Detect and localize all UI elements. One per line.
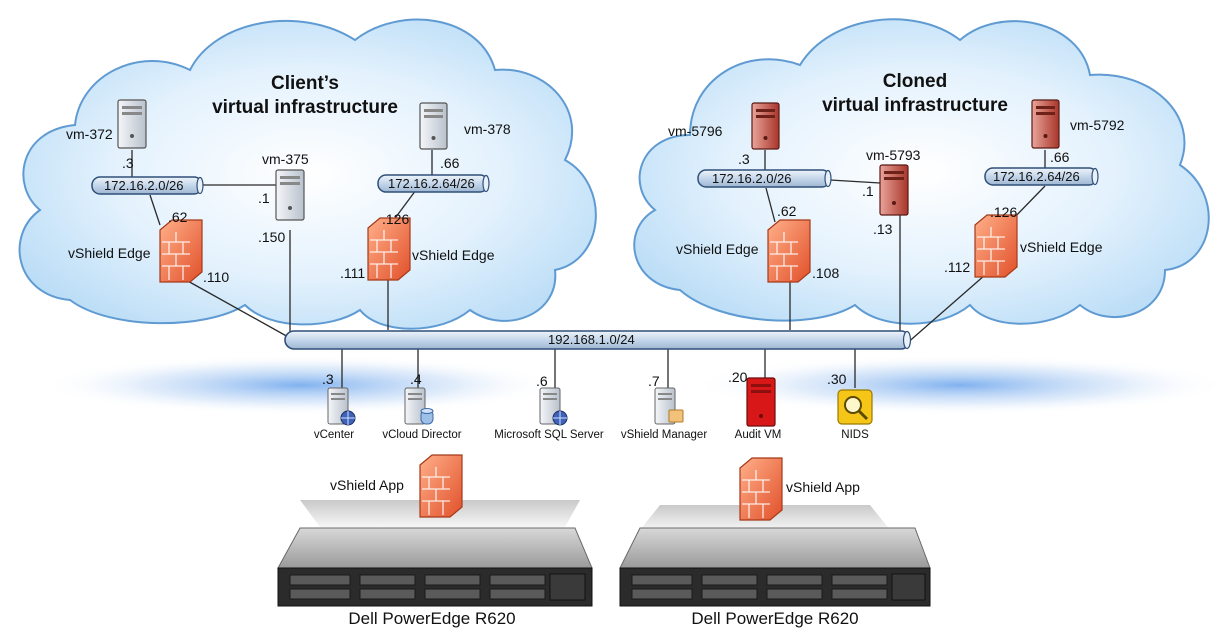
vm-5796-ip: .3 [738, 151, 750, 167]
vm-378-name: vm-378 [464, 121, 511, 137]
vm-372-server-icon [117, 99, 147, 149]
cloned-edge2-label: vShield Edge [1020, 239, 1103, 255]
cloned-edge2-ip-out: .112 [944, 259, 971, 275]
service-name-nids: NIDS [841, 429, 869, 441]
backbone-label: 192.168.1.0/24 [548, 332, 635, 347]
service-name-vcenter: vCenter [313, 429, 355, 441]
subnet-label-client-1: 172.16.2.0/26 [104, 178, 184, 193]
client-cloud-title-line2: virtual infrastructure [212, 96, 398, 118]
service-name-audit-vm: Audit VM [734, 429, 782, 441]
vm-5792-server-icon [1031, 99, 1060, 149]
red-server-icon [746, 377, 776, 427]
vm-375-ip-internal: .1 [258, 190, 270, 206]
vm-378-server-icon [419, 102, 448, 150]
service-name-vcloud-director: vCloud Director [382, 429, 462, 441]
vm-5793-server-icon [879, 164, 909, 216]
firewall-icon [767, 219, 811, 283]
vm-5796-name: vm-5796 [668, 123, 723, 139]
server-label-right: Dell PowerEdge R620 [691, 609, 859, 628]
client-edge2-ip-out: .111 [340, 265, 366, 281]
firewall-icon [974, 214, 1018, 278]
subnet-pipe-cloned-2 [984, 167, 1099, 186]
server-folder-icon [654, 387, 684, 425]
subnet-label-cloned-2: 172.16.2.64/26 [993, 169, 1080, 184]
service-ip-vcenter: .3 [322, 371, 334, 387]
firewall-icon [739, 457, 783, 521]
client-cloud-title: Client’s virtual infrastructure [205, 72, 405, 120]
cloned-edge1-label: vShield Edge [676, 241, 759, 257]
client-edge1-ip-in: .62 [168, 209, 188, 225]
subnet-pipe-client-1 [91, 176, 204, 195]
vm-372-name: vm-372 [66, 126, 113, 142]
service-name-vshield-manager: vShield Manager [620, 429, 708, 441]
service-ip-sql: .6 [536, 373, 548, 389]
service-name-sql: Microsoft SQL Server [494, 429, 604, 441]
client-edge1-label: vShield Edge [68, 245, 151, 261]
firewall-icon [419, 454, 463, 518]
magnifier-icon [837, 389, 873, 425]
cloned-edge1-ip-out: .108 [812, 265, 840, 281]
vm-5792-ip: .66 [1050, 149, 1070, 165]
vm-375-ip-backbone: .150 [258, 229, 286, 245]
client-edge2-label: vShield Edge [412, 247, 495, 263]
vm-5793-ip-backbone: .13 [873, 221, 893, 237]
vm-375-name: vm-375 [262, 151, 309, 167]
cloned-edge2-ip-in: .126 [990, 204, 1018, 220]
vm-378-ip: .66 [440, 155, 460, 171]
cloned-cloud-title: Cloned virtual infrastructure [815, 70, 1015, 118]
cloned-cloud-title-line2: virtual infrastructure [822, 94, 1008, 116]
vm-372-ip: .3 [122, 155, 134, 171]
client-edge2-ip-in: .126 [382, 211, 410, 227]
vm-375-server-icon [275, 169, 305, 221]
firewall-icon [367, 217, 411, 281]
vm-5796-server-icon [751, 102, 780, 150]
cloned-edge1-ip-in: .62 [777, 203, 797, 219]
server-database-icon [404, 387, 434, 425]
vshield-app-label-right: vShield App [786, 479, 860, 495]
subnet-pipe-client-2 [377, 174, 490, 193]
vm-5792-name: vm-5792 [1070, 117, 1125, 133]
server-globe-icon [327, 387, 356, 426]
client-cloud [18, 18, 597, 330]
glow-left [40, 355, 560, 415]
cloned-cloud-title-line1: Cloned [882, 71, 948, 92]
backbone-pipe [284, 330, 912, 350]
firewall-icon [159, 219, 203, 283]
server-label-left: Dell PowerEdge R620 [348, 609, 516, 628]
service-ip-vshield-manager: .7 [648, 373, 660, 389]
service-ip-vcloud-director: .4 [410, 371, 422, 387]
subnet-label-client-2: 172.16.2.64/26 [388, 176, 475, 191]
rack-server-left [277, 527, 593, 607]
server-globe-icon [539, 387, 568, 426]
vshield-app-label-left: vShield App [330, 477, 404, 493]
service-ip-audit-vm: .20 [728, 369, 748, 385]
subnet-label-cloned-1: 172.16.2.0/26 [712, 171, 792, 186]
rack-server-right [619, 527, 931, 607]
glow-right [690, 355, 1230, 415]
vm-5793-ip-internal: .1 [862, 183, 874, 199]
client-edge1-ip-out: .110 [203, 269, 230, 285]
subnet-pipe-cloned-1 [697, 169, 832, 188]
client-cloud-title-line1: Client’s [271, 73, 339, 94]
vm-5793-name: vm-5793 [866, 147, 921, 163]
service-ip-nids: .30 [827, 371, 847, 387]
